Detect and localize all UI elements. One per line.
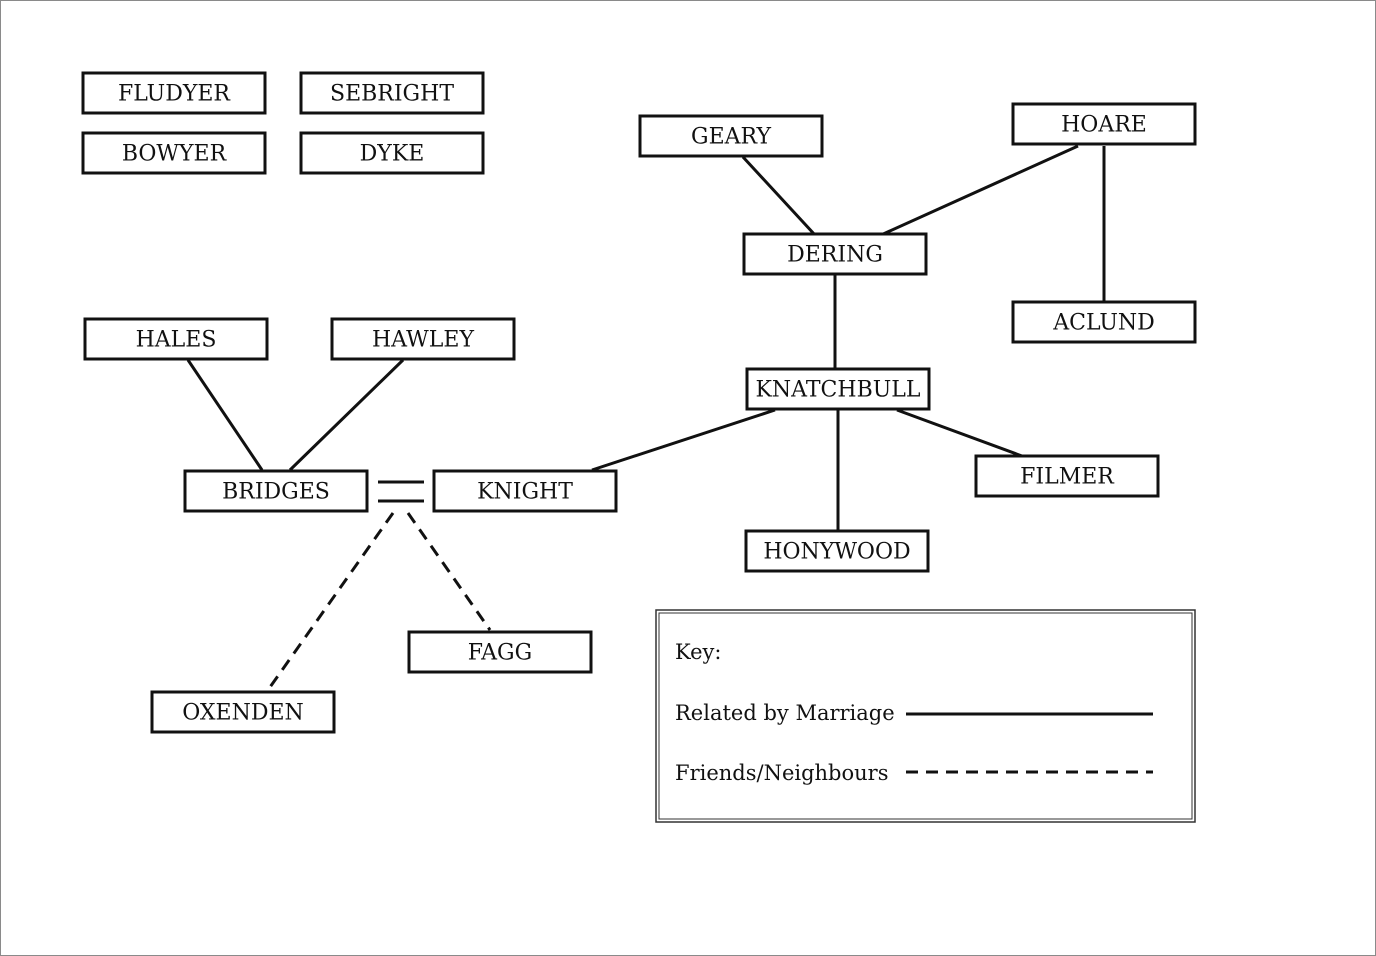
link-hales-bridges: [186, 359, 264, 471]
node-label: HAWLEY: [372, 328, 474, 353]
legend-friends-label: Friends/Neighbours: [675, 761, 889, 785]
node-label: FAGG: [468, 641, 532, 666]
link-hawley-bridges: [288, 358, 405, 472]
node-hoare: HOARE: [1011, 102, 1197, 146]
node-label: KNIGHT: [477, 480, 573, 505]
link-hoare-dering: [880, 144, 1079, 237]
node-label: KNATCHBULL: [756, 378, 921, 403]
node-bridges: BRIDGES: [183, 469, 369, 513]
node-label: DYKE: [360, 142, 425, 167]
node-dyke: DYKE: [299, 131, 485, 175]
node-label: FLUDYER: [118, 82, 231, 107]
node-hales: HALES: [83, 317, 269, 361]
node-hawley: HAWLEY: [330, 317, 516, 361]
node-label: DERING: [787, 243, 883, 268]
friend-link-oxenden: [266, 512, 395, 691]
node-aclund: ACLUND: [1011, 300, 1197, 344]
node-label: BOWYER: [122, 142, 228, 167]
legend-marriage-label: Related by Marriage: [675, 701, 895, 725]
node-label: GEARY: [691, 125, 771, 150]
node-knatchbull: KNATCHBULL: [745, 367, 931, 411]
legend-key: Key: Related by Marriage Friends/Neighbo…: [655, 609, 1196, 823]
node-sebright: SEBRIGHT: [299, 71, 485, 115]
link-geary-dering: [741, 155, 817, 237]
node-label: OXENDEN: [182, 701, 304, 726]
legend-title: Key:: [675, 640, 722, 664]
link-knatchbull-filmer: [896, 408, 1023, 458]
node-filmer: FILMER: [974, 454, 1160, 498]
node-geary: GEARY: [638, 114, 824, 158]
node-label: BRIDGES: [222, 480, 330, 505]
node-honywood: HONYWOOD: [744, 529, 930, 573]
node-label: FILMER: [1020, 465, 1115, 490]
node-fludyer: FLUDYER: [81, 71, 267, 115]
node-label: HONYWOOD: [763, 540, 910, 565]
node-label: HALES: [136, 328, 217, 353]
node-bowyer: BOWYER: [81, 131, 267, 175]
link-knatchbull-knight: [591, 408, 776, 472]
node-knight: KNIGHT: [432, 469, 618, 513]
node-label: HOARE: [1061, 113, 1147, 138]
node-oxenden: OXENDEN: [150, 690, 336, 734]
node-label: ACLUND: [1052, 311, 1155, 336]
node-dering: DERING: [742, 232, 928, 276]
friend-link-fagg: [406, 512, 492, 631]
node-label: SEBRIGHT: [330, 82, 454, 107]
node-fagg: FAGG: [407, 630, 593, 674]
